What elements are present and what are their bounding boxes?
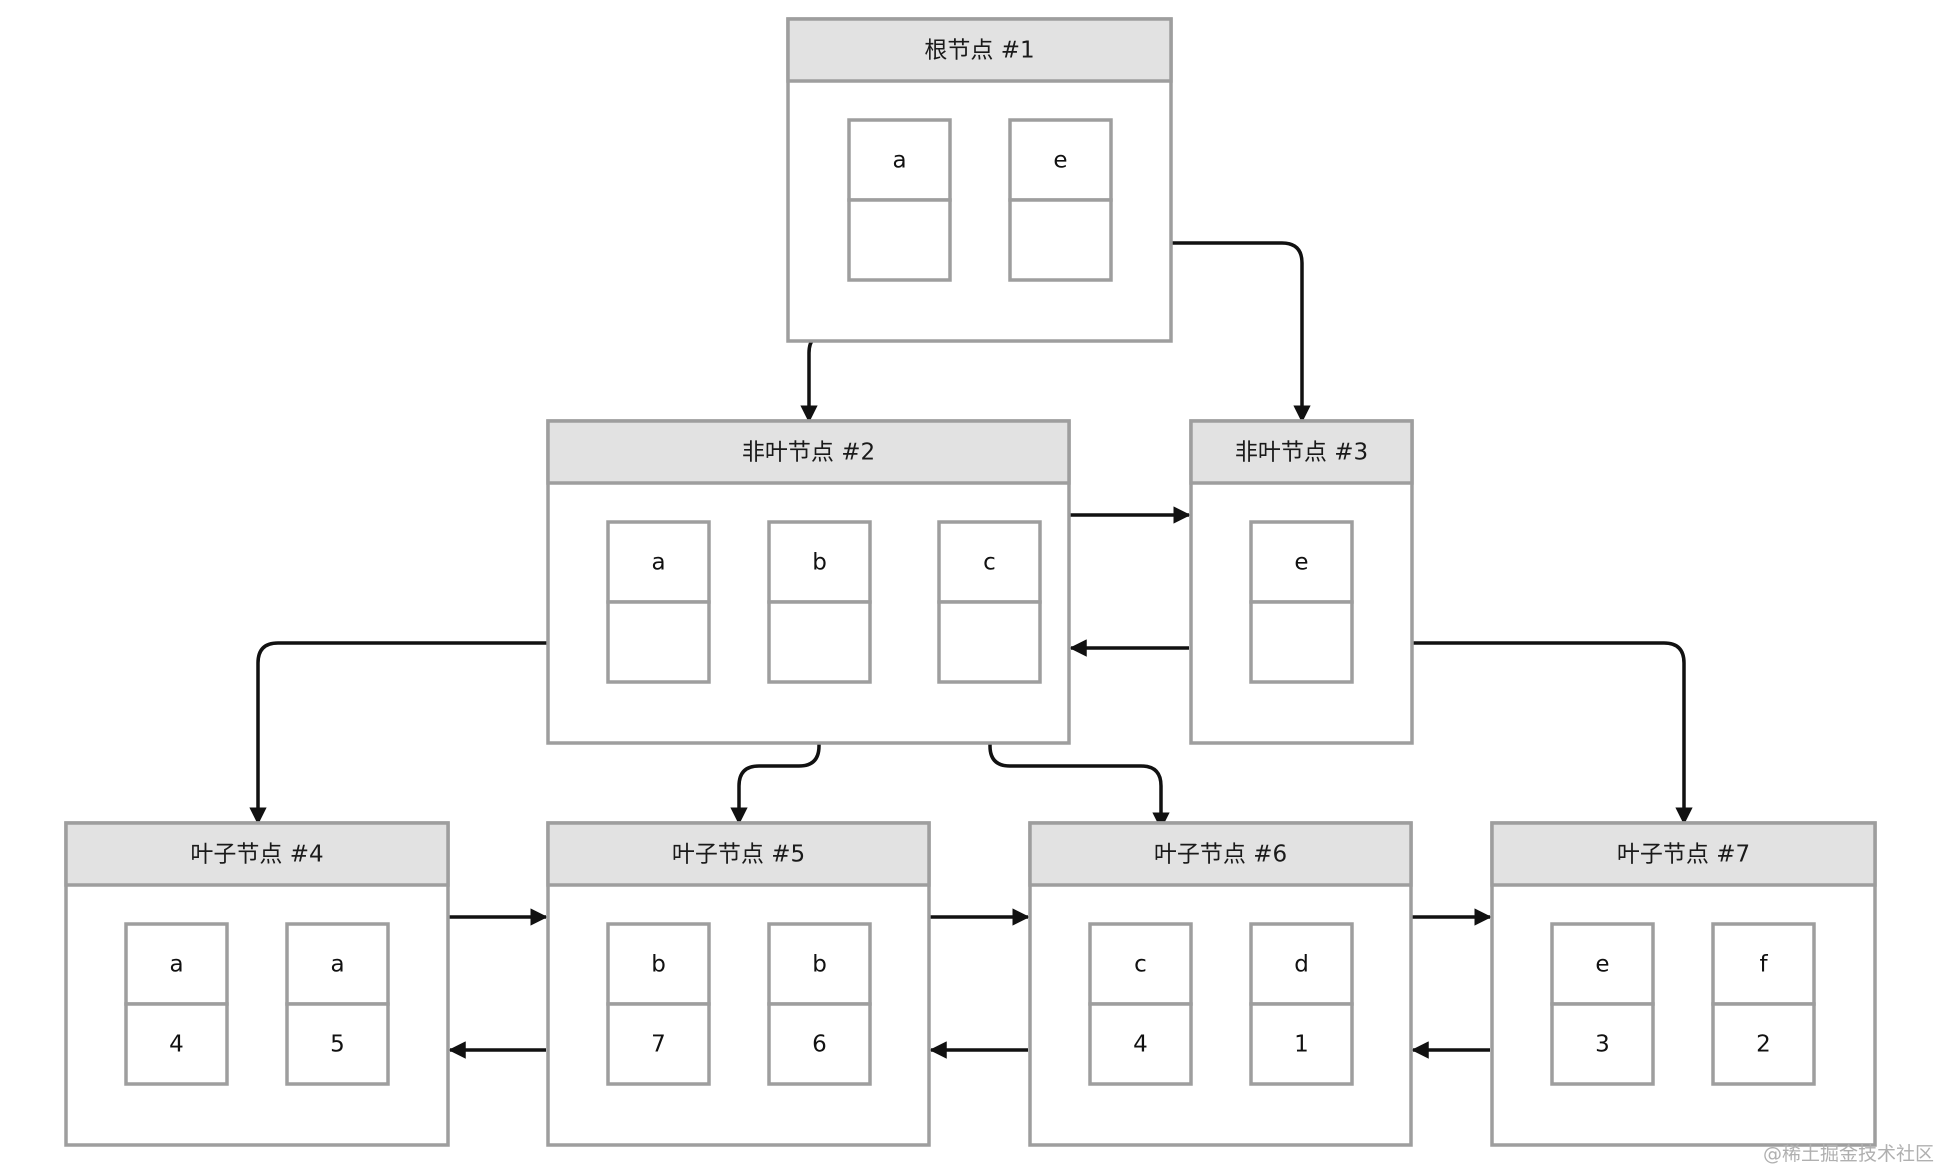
leaf7-key-0: e	[1595, 952, 1609, 978]
leaf5-key-cell-1	[767, 922, 872, 1006]
leaf7-key-cell-0	[1550, 922, 1655, 1006]
leaf5-value-0: 7	[651, 1032, 666, 1058]
root-key-1: e	[1053, 148, 1067, 174]
inner2-title: 非叶节点 #2	[742, 440, 875, 466]
inner2-key-1: b	[812, 550, 827, 576]
inner2-header	[546, 419, 1071, 485]
root-key-0: a	[892, 148, 906, 174]
inner3-node: 非叶节点 #3 e	[1189, 419, 1414, 745]
leaf4-header	[64, 821, 450, 887]
root-node: 根节点 #1 a e	[786, 17, 1173, 343]
leaf4-value-1: 5	[330, 1032, 345, 1058]
leaf6-key-1: d	[1294, 952, 1309, 978]
leaf7-value-1: 2	[1756, 1032, 1771, 1058]
leaf4-value-cell-0	[124, 1002, 229, 1086]
leaf5-value-cell-1	[767, 1002, 872, 1086]
leaf6-title: 叶子节点 #6	[1154, 842, 1287, 868]
leaf4-key-1: a	[330, 952, 344, 978]
leaf5-header	[546, 821, 931, 887]
inner2-b-child-pointer	[730, 643, 821, 825]
leaf7-key-cell-1	[1711, 922, 1816, 1006]
inner3-header	[1189, 419, 1414, 485]
leaf5-value-1: 6	[812, 1032, 827, 1058]
inner3-e-child-pointer	[1302, 641, 1693, 825]
leaf4-value-0: 4	[169, 1032, 184, 1058]
leaf6-key-0: c	[1134, 952, 1147, 978]
inner2-key-2: c	[983, 550, 996, 576]
leaf7-value-0: 3	[1595, 1032, 1610, 1058]
inner2-key-0: a	[651, 550, 665, 576]
leaf6-node: 叶子节点 #6 c 4 d 1	[1028, 821, 1413, 1147]
leaf5-key-1: b	[812, 952, 827, 978]
root-header	[786, 17, 1173, 83]
inner2-value-cell-1	[767, 600, 872, 684]
inner2-value-cell-0	[606, 600, 711, 684]
inner3-key-0: e	[1294, 550, 1308, 576]
inner2-key-cell-0	[606, 520, 711, 604]
leaf6-value-cell-0	[1088, 1002, 1193, 1086]
leaf6-value-cell-1	[1249, 1002, 1354, 1086]
root-key-cell-0	[847, 118, 952, 202]
leaf6-value-1: 1	[1294, 1032, 1309, 1058]
leaf4-node: 叶子节点 #4 a 4 a 5	[64, 821, 450, 1147]
root-title: 根节点 #1	[924, 38, 1034, 64]
root-value-cell-0	[847, 198, 952, 282]
leaf4-key-cell-1	[285, 922, 390, 1006]
leaf6-header	[1028, 821, 1413, 887]
inner2-c-child-pointer	[988, 643, 1170, 830]
leaf7-value-cell-1	[1711, 1002, 1816, 1086]
inner3-key-cell-0	[1249, 520, 1354, 604]
leaf4-key-0: a	[169, 952, 183, 978]
leaf7-header	[1490, 821, 1877, 887]
leaf4-key-cell-0	[124, 922, 229, 1006]
inner2-a-child-pointer	[249, 641, 658, 825]
leaf4-value-cell-1	[285, 1002, 390, 1086]
leaf6-value-0: 4	[1133, 1032, 1148, 1058]
leaf7-title: 叶子节点 #7	[1617, 842, 1750, 868]
leaf7-node: 叶子节点 #7 e 3 f 2	[1490, 821, 1877, 1147]
leaf5-node: 叶子节点 #5 b 7 b 6	[546, 821, 931, 1147]
inner3-title: 非叶节点 #3	[1235, 440, 1368, 466]
leaf7-value-cell-0	[1550, 1002, 1655, 1086]
watermark: @稀土掘金技术社区	[1762, 1143, 1934, 1165]
leaf6-key-cell-1	[1249, 922, 1354, 1006]
leaf7-key-1: f	[1759, 952, 1768, 978]
leaf5-value-cell-0	[606, 1002, 711, 1086]
inner3-value-cell-0	[1249, 600, 1354, 684]
root-value-cell-1	[1008, 198, 1113, 282]
root-key-cell-1	[1008, 118, 1113, 202]
leaf5-title: 叶子节点 #5	[672, 842, 805, 868]
root-e-child-pointer	[1060, 241, 1311, 423]
leaf4-title: 叶子节点 #4	[190, 842, 323, 868]
inner2-node: 非叶节点 #2 a b c	[546, 419, 1071, 745]
leaf5-key-0: b	[651, 952, 666, 978]
inner2-value-cell-2	[937, 600, 1042, 684]
